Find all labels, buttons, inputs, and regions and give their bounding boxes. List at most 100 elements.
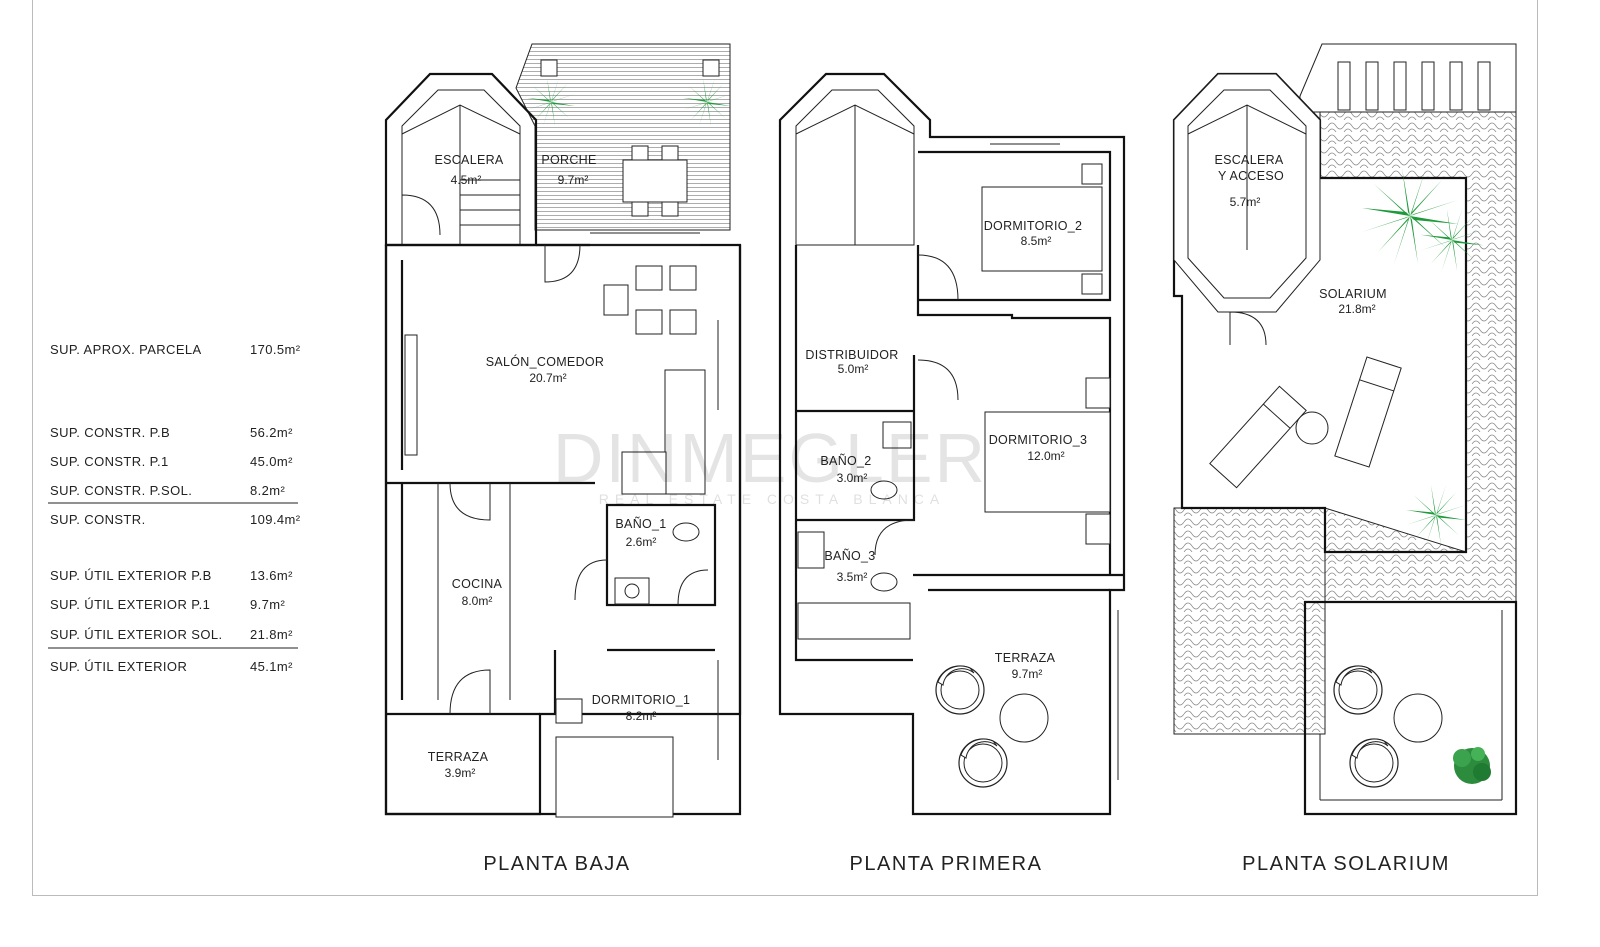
room-name-bano3: BAÑO_3 bbox=[824, 549, 875, 563]
room-area-terraza-pb: 3.9m² bbox=[445, 766, 476, 780]
armchair-icon bbox=[1349, 738, 1399, 788]
chair bbox=[603, 284, 629, 316]
chair bbox=[631, 145, 649, 161]
room-area-escalera: 4.5m² bbox=[451, 173, 482, 187]
stair-tower-inner bbox=[1187, 89, 1307, 299]
nightstand bbox=[1081, 273, 1103, 295]
room-name-porche: PORCHE bbox=[541, 153, 596, 167]
bed bbox=[984, 411, 1111, 513]
plan-planta-baja: ESCALERA 4.5m² PORCHE 9.7m² SALÓN_COMEDO… bbox=[384, 43, 742, 875]
summary-value-ext-p1: 9.7m² bbox=[250, 597, 286, 612]
room-area-dormitorio3: 12.0m² bbox=[1027, 449, 1064, 463]
room-name-salon: SALÓN_COMEDOR bbox=[486, 354, 605, 369]
toilet-icon bbox=[870, 572, 898, 592]
room-name-terraza-p1: TERRAZA bbox=[995, 651, 1056, 665]
side-table bbox=[1393, 693, 1443, 743]
watermark-brand: DINMEGLER bbox=[553, 419, 987, 497]
summary-value-ext-total: 45.1m² bbox=[250, 659, 293, 674]
chair bbox=[631, 201, 649, 217]
interior-wall bbox=[553, 503, 717, 714]
room-name-solarium: SOLARIUM bbox=[1319, 287, 1387, 301]
armchair-icon bbox=[1333, 665, 1383, 715]
kitchen-counter bbox=[437, 483, 511, 700]
door-swing bbox=[874, 519, 915, 556]
armchair-icon bbox=[958, 738, 1008, 788]
summary-value-constr-psol: 8.2m² bbox=[250, 483, 286, 498]
porch-table bbox=[622, 159, 688, 203]
room-area-bano2: 3.0m² bbox=[837, 471, 868, 485]
summary-value-constr-total: 109.4m² bbox=[250, 512, 301, 527]
summary-label-ext-total: SUP. ÚTIL EXTERIOR bbox=[50, 659, 187, 674]
chair bbox=[669, 309, 697, 335]
nightstand bbox=[1085, 377, 1111, 409]
toilet-icon bbox=[870, 480, 898, 500]
room-name-dormitorio3: DORMITORIO_3 bbox=[989, 433, 1088, 447]
tv-unit bbox=[404, 334, 418, 456]
nightstand bbox=[1081, 163, 1103, 185]
room-area-terraza-p1: 9.7m² bbox=[1012, 667, 1043, 681]
door-swing bbox=[574, 559, 608, 601]
sun-lounger bbox=[1209, 385, 1307, 489]
door-swing bbox=[449, 482, 491, 521]
summary-label-constr-p1: SUP. CONSTR. P.1 bbox=[50, 454, 169, 469]
summary-value-ext-sol: 21.8m² bbox=[250, 627, 293, 642]
bed bbox=[981, 186, 1103, 272]
room-area-bano1: 2.6m² bbox=[626, 535, 657, 549]
door-swing bbox=[544, 244, 581, 283]
bush-plant-icon bbox=[1453, 747, 1491, 784]
nightstand bbox=[555, 698, 583, 724]
stair-steps bbox=[401, 104, 521, 245]
door-swing bbox=[917, 359, 959, 401]
room-name-acceso-sol: Y ACCESO bbox=[1218, 169, 1284, 183]
plan-title-baja: PLANTA BAJA bbox=[483, 853, 630, 875]
room-area-cocina: 8.0m² bbox=[462, 594, 493, 608]
room-name-dormitorio2: DORMITORIO_2 bbox=[984, 219, 1083, 233]
room-area-bano3: 3.5m² bbox=[837, 570, 868, 584]
room-area-dormitorio1: 8.2m² bbox=[626, 709, 657, 723]
chair bbox=[635, 309, 663, 335]
room-area-solarium: 21.8m² bbox=[1338, 302, 1375, 316]
room-area-dormitorio2: 8.5m² bbox=[1021, 234, 1052, 248]
pergola-slats bbox=[1337, 61, 1491, 111]
room-name-distribuidor: DISTRIBUIDOR bbox=[805, 348, 898, 362]
sink-basin bbox=[624, 583, 640, 599]
side-table bbox=[999, 693, 1049, 743]
chair bbox=[635, 265, 663, 291]
stair-steps bbox=[795, 104, 915, 245]
chair bbox=[661, 201, 679, 217]
stair-steps bbox=[1187, 104, 1307, 250]
summary-value-constr-p1: 45.0m² bbox=[250, 454, 293, 469]
room-name-bano1: BAÑO_1 bbox=[615, 517, 666, 531]
chair bbox=[661, 145, 679, 161]
planta-primera-exterior-wall bbox=[778, 72, 1126, 816]
bed bbox=[555, 736, 674, 818]
stair-tower-inner bbox=[401, 89, 521, 246]
room-name-dormitorio1: DORMITORIO_1 bbox=[592, 693, 691, 707]
sofa bbox=[664, 369, 706, 495]
chair bbox=[669, 265, 697, 291]
plan-planta-primera: DORMITORIO_2 8.5m² DISTRIBUIDOR 5.0m² DO… bbox=[778, 72, 1126, 875]
sink-icon bbox=[882, 421, 912, 449]
summary-label-constr-total: SUP. CONSTR. bbox=[50, 512, 146, 527]
door-swing bbox=[449, 669, 491, 715]
plan-planta-solarium: ESCALERA Y ACCESO 5.7m² SOLARIUM 21.8m² … bbox=[1172, 43, 1518, 875]
room-name-escalera-sol: ESCALERA bbox=[1214, 153, 1283, 167]
summary-label-ext-p1: SUP. ÚTIL EXTERIOR P.1 bbox=[50, 597, 210, 612]
lower-terrace-wall bbox=[1303, 600, 1518, 816]
armchair-icon bbox=[935, 665, 985, 715]
bathtub bbox=[797, 602, 911, 640]
door-swing bbox=[401, 194, 441, 236]
sofa-chaise bbox=[621, 451, 667, 495]
porch-pillar bbox=[702, 59, 720, 77]
summary-value-constr-pb: 56.2m² bbox=[250, 425, 293, 440]
room-area-escalera-sol: 5.7m² bbox=[1230, 195, 1261, 209]
watermark-tagline: REAL ESTATE COSTA BLANCA bbox=[599, 491, 946, 507]
summary-value-ext-pb: 13.6m² bbox=[250, 568, 293, 583]
room-area-porche: 9.7m² bbox=[558, 173, 589, 187]
plan-title-solarium: PLANTA SOLARIUM bbox=[1242, 853, 1450, 875]
summary-value-parcela: 170.5m² bbox=[250, 342, 301, 357]
area-summary-table: SUP. APROX. PARCELA 170.5m² SUP. CONSTR.… bbox=[48, 342, 301, 674]
porch-pillar bbox=[540, 59, 558, 77]
shower-door bbox=[677, 569, 709, 606]
